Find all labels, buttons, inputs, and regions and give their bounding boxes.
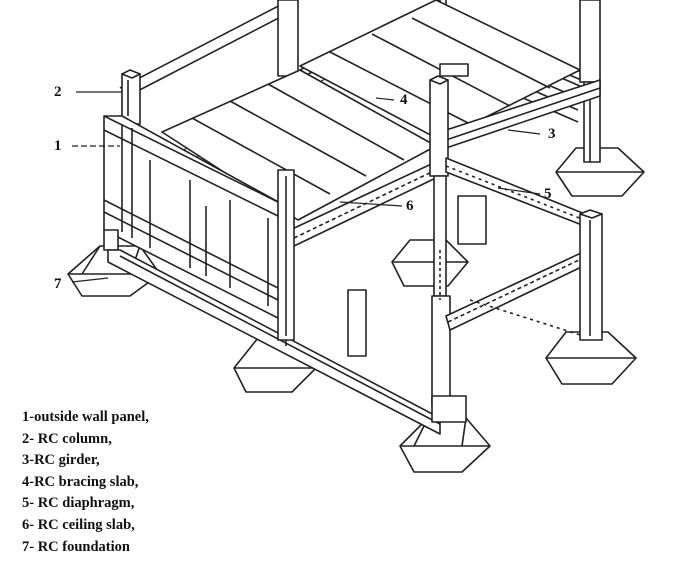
callout-5: 5: [544, 186, 552, 202]
column-back-left: [277, 0, 299, 77]
column-front-middle: [277, 169, 295, 341]
legend-item: 3-RC girder,: [22, 452, 100, 469]
column-stub: [347, 289, 367, 357]
callout-3: 3: [548, 126, 556, 142]
legend: 1-outside wall panel, 2- RC column, 3-RC…: [22, 407, 149, 558]
callout-2: 2: [54, 84, 62, 100]
callout-7: 7: [54, 276, 62, 292]
legend-item: 1-outside wall panel,: [22, 409, 149, 425]
callout-1: 1: [54, 138, 62, 154]
legend-item: 2- RC column,: [22, 430, 112, 447]
foundation-back-right: [555, 147, 645, 197]
column-back-right: [579, 0, 601, 163]
callout-4: 4: [400, 92, 408, 108]
legend-item: 4-RC bracing slab,: [22, 473, 139, 490]
diaphragm-frame: [439, 157, 601, 341]
foundation-right-front: [545, 331, 637, 385]
column-right-front: [579, 209, 603, 341]
wall-panel-front-left: [103, 115, 283, 321]
column-front-corner: [429, 75, 467, 423]
legend-item: 6- RC ceiling slab,: [22, 516, 135, 533]
foundation-front-corner: [399, 417, 491, 473]
callout-6: 6: [406, 198, 414, 214]
foundation-inner: [391, 239, 469, 287]
column-front-left: [121, 69, 141, 125]
callout-leaders: [71, 91, 541, 283]
legend-item: 7- RC foundation: [22, 538, 130, 555]
legend-item: 5- RC diaphragm,: [22, 495, 135, 512]
